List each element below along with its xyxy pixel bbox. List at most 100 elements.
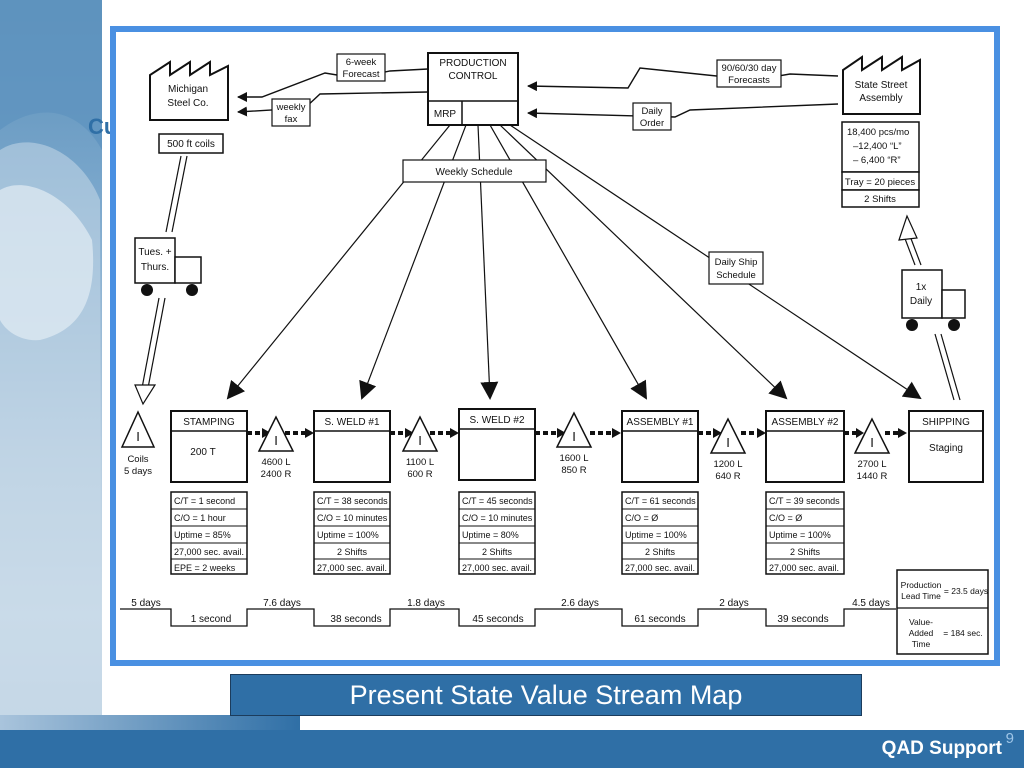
data-line: 2 Shifts	[337, 547, 368, 557]
footer-band	[0, 730, 1024, 768]
weekly-fax-label-1: weekly	[275, 102, 305, 113]
timeline-days: 4.5 days	[852, 598, 890, 609]
va-time-label-3: Time	[912, 639, 931, 649]
photo-silhouette	[0, 0, 102, 768]
inbound-truck-wheel	[141, 284, 153, 296]
inventory-assembly1-assembly2: I 1200 L 640 R	[709, 417, 747, 482]
data-box	[313, 491, 391, 575]
customer-demand-3: – 6,400 “R”	[853, 155, 901, 166]
inbound-truck-body	[134, 237, 176, 284]
inventory-group: I Coils 5 days I 4600 L 2400 R I 1100 L …	[120, 410, 891, 482]
data-line: C/O = 1 hour	[174, 513, 226, 523]
forecast-label-2: Forecast	[343, 69, 380, 80]
inventory-qty-2: 2400 R	[261, 469, 292, 480]
inventory-icon-label: I	[274, 433, 278, 448]
process-equipment: 200 T	[190, 447, 215, 458]
daily-ship-label-2: Schedule	[716, 270, 756, 281]
timeline-seconds: 39 seconds	[777, 614, 828, 625]
forecast-label-1: 6-week	[346, 57, 377, 68]
inbound-truck-cab	[174, 256, 202, 284]
daily-order-label-1: Daily	[641, 106, 662, 117]
push-arrow	[247, 428, 271, 438]
timeline: 5 days 7.6 days 1.8 days 2.6 days 2 days…	[120, 598, 896, 627]
va-time-label-1: Value-	[909, 617, 933, 627]
summary-box: Production Lead Time = 23.5 days Value- …	[896, 569, 989, 655]
data-line: C/T = 38 seconds	[317, 496, 388, 506]
inventory-qty-1: 1200 L	[713, 459, 742, 470]
production-control: PRODUCTION CONTROL MRP	[427, 52, 519, 126]
inbound-truck-wheel	[186, 284, 198, 296]
background-photo	[0, 0, 102, 768]
customer-factory: State Street Assembly 18,400 pcs/mo –12,…	[841, 55, 921, 208]
outbound-truck-cab	[941, 289, 966, 319]
inventory-qty-2: 640 R	[715, 471, 740, 482]
inbound-truck-label-2: Thurs.	[141, 262, 169, 273]
process-sweld1: S. WELD #1 C/T = 38 seconds C/O = 10 min…	[313, 410, 391, 575]
data-line: C/O = Ø	[769, 513, 802, 523]
customer-demand-2: –12,400 “L”	[853, 141, 902, 152]
process-shipping: SHIPPING Staging	[908, 410, 984, 483]
inventory-coils: I Coils 5 days	[120, 410, 156, 477]
data-line: C/O = 10 minutes	[317, 513, 388, 523]
inventory-assembly2-shipping: I 2700 L 1440 R	[853, 417, 891, 482]
data-line: C/O = 10 minutes	[462, 513, 533, 523]
customer-demand-box	[841, 121, 920, 173]
data-line: Uptime = 85%	[174, 530, 231, 540]
inventory-stamping-weld1: I 4600 L 2400 R	[257, 415, 295, 480]
supplier-factory: Michigan Steel Co. 500 ft coils	[149, 60, 229, 154]
customer-demand-1: 18,400 pcs/mo	[847, 127, 909, 138]
inventory-qty-1: 1600 L	[559, 453, 588, 464]
supplier-name-2: Steel Co.	[167, 98, 208, 109]
data-box	[621, 491, 699, 575]
outbound-truck-body	[901, 269, 943, 319]
daily-ship-label-1: Daily Ship	[715, 257, 758, 268]
customer-name-2: Assembly	[859, 93, 902, 104]
data-box	[458, 491, 536, 575]
production-control-title-2: CONTROL	[449, 71, 498, 82]
footer-brand: QAD Support	[881, 738, 1002, 759]
timeline-days: 2.6 days	[561, 598, 599, 609]
forecasts-90-label-2: Forecasts	[728, 75, 770, 86]
inventory-qty-1: Coils	[127, 454, 148, 465]
data-line: 2 Shifts	[482, 547, 513, 557]
push-arrow	[285, 428, 314, 438]
push-arrows	[247, 428, 907, 438]
outbound-truck-label-2: Daily	[910, 296, 932, 307]
timeline-days: 7.6 days	[263, 598, 301, 609]
data-line: Uptime = 100%	[625, 530, 687, 540]
data-line: 27,000 sec. avail.	[462, 563, 532, 573]
push-arrow	[430, 428, 459, 438]
supplier-name-1: Michigan	[168, 84, 208, 95]
data-line: EPE = 2 weeks	[174, 563, 236, 573]
outbound-shipment: 1x Daily	[898, 214, 966, 401]
inbound-shipment: Tues. + Thurs.	[134, 155, 202, 406]
lead-time-label-2: Lead Time	[901, 591, 941, 601]
production-control-title-1: PRODUCTION	[439, 58, 506, 69]
mrp-label: MRP	[434, 109, 457, 120]
inventory-icon-label: I	[136, 429, 140, 444]
data-line: 2 Shifts	[645, 547, 676, 557]
timeline-seconds: 38 seconds	[330, 614, 381, 625]
data-line: 27,000 sec. avail.	[174, 547, 244, 557]
timeline-seconds: 1 second	[191, 614, 232, 625]
caption-box: Present State Value Stream Map	[230, 674, 862, 716]
page-number: 9	[1005, 730, 1014, 747]
timeline-days: 5 days	[131, 598, 160, 609]
inventory-qty-2: 5 days	[124, 466, 152, 477]
timeline-seconds: 61 seconds	[634, 614, 685, 625]
process-staging: Staging	[929, 443, 963, 454]
process-assembly2: ASSEMBLY #2 C/T = 39 seconds C/O = Ø Upt…	[765, 410, 845, 575]
weekly-fax-box	[271, 98, 311, 127]
data-line: Uptime = 100%	[769, 530, 831, 540]
inventory-qty-1: 1100 L	[406, 457, 434, 468]
process-name: S. WELD #2	[469, 415, 524, 426]
slide-caption: Present State Value Stream Map	[349, 679, 743, 710]
data-line: C/O = Ø	[625, 513, 658, 523]
process-name: ASSEMBLY #1	[627, 417, 694, 428]
weekly-fax-label-2: fax	[285, 114, 298, 125]
lead-time-value: = 23.5 days	[944, 586, 988, 596]
process-assembly1: ASSEMBLY #1 C/T = 61 seconds C/O = Ø Upt…	[621, 410, 699, 575]
data-line: C/T = 45 seconds	[462, 496, 533, 506]
process-stamping: STAMPING 200 T C/T = 1 second C/O = 1 ho…	[170, 410, 248, 575]
